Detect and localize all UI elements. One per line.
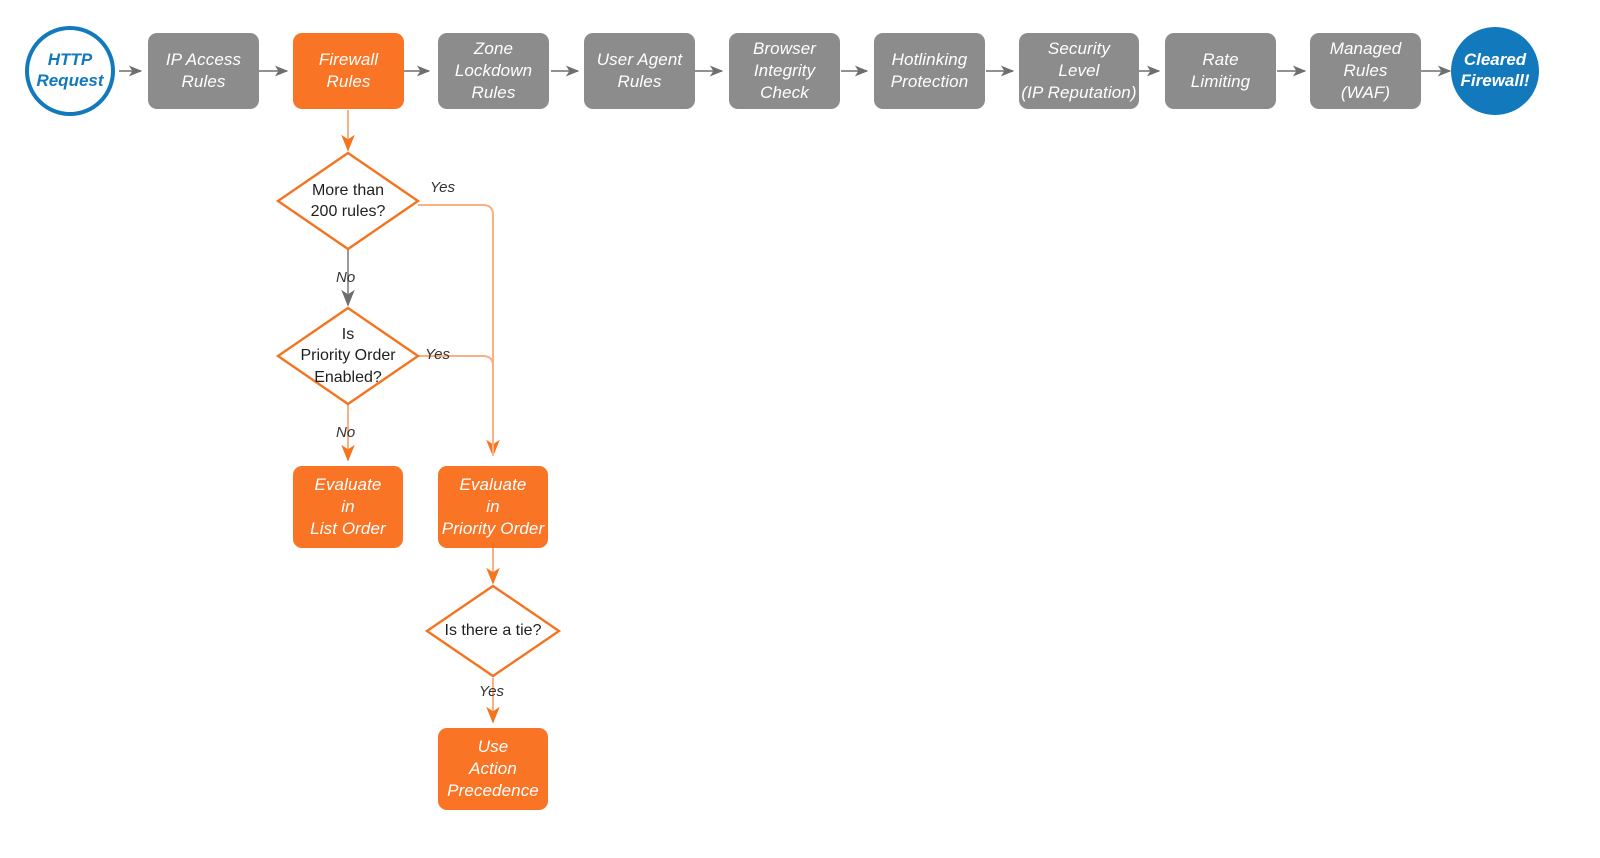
pipeline-step-rate-limiting[interactable]: Rate Limiting — [1165, 33, 1276, 109]
pipeline-step-firewall-rules[interactable]: Firewall Rules — [293, 33, 404, 109]
pipeline-step-label: Rate Limiting — [1190, 50, 1251, 91]
pipeline-step-label: Firewall Rules — [318, 50, 379, 91]
pipeline-step-ip-access-rules[interactable]: IP Access Rules — [148, 33, 259, 109]
pipeline-step-label: Hotlinking Protection — [890, 50, 969, 91]
edge-label-rulecount-no: No — [336, 269, 356, 286]
edge-label-rulecount-yes: Yes — [430, 179, 456, 196]
pipeline-step-browser-integrity-check[interactable]: Browser Integrity Check — [729, 33, 840, 109]
pipeline-step-label: Browser Integrity Check — [752, 39, 817, 102]
end-node-label: Cleared Firewall! — [1460, 50, 1530, 90]
decision-label: More than 200 rules? — [310, 181, 386, 220]
wire-priority-yes — [418, 355, 494, 455]
pipeline-step-hotlinking-protection[interactable]: Hotlinking Protection — [874, 33, 985, 109]
diamond-shape — [275, 151, 421, 251]
diamond-shape — [275, 306, 421, 406]
decision-is-there-a-tie[interactable]: Is there a tie? — [424, 584, 562, 678]
outcome-label: Use Action Precedence — [447, 737, 539, 800]
wire-rulecount-yes — [418, 204, 500, 457]
pipeline-step-label: User Agent Rules — [596, 50, 683, 91]
end-node-cleared-firewall[interactable]: Cleared Firewall! — [1451, 27, 1539, 115]
pipeline-step-zone-lockdown-rules[interactable]: Zone Lockdown Rules — [438, 33, 549, 109]
diamond-shape — [424, 584, 562, 678]
pipeline-step-label: Managed Rules (WAF) — [1329, 39, 1402, 102]
edge-label-tie-yes: Yes — [479, 683, 505, 700]
outcome-evaluate-in-priority-order[interactable]: Evaluate in Priority Order — [438, 466, 548, 548]
decision-is-priority-order-enabled[interactable]: Is Priority Order Enabled? — [275, 306, 421, 406]
pipeline-step-label: Zone Lockdown Rules — [454, 39, 533, 102]
pipeline-step-managed-rules-waf[interactable]: Managed Rules (WAF) — [1310, 33, 1421, 109]
outcome-use-action-precedence[interactable]: Use Action Precedence — [438, 728, 548, 810]
pipeline-step-label: Security Level (IP Reputation) — [1021, 39, 1137, 102]
outcome-label: Evaluate in List Order — [310, 475, 386, 538]
decision-label: Is Priority Order Enabled? — [300, 326, 396, 386]
outcome-evaluate-in-list-order[interactable]: Evaluate in List Order — [293, 466, 403, 548]
outcome-label: Evaluate in Priority Order — [441, 475, 545, 538]
decision-more-than-200-rules[interactable]: More than 200 rules? — [275, 151, 421, 251]
start-node-label: HTTP Request — [36, 50, 104, 90]
start-node-http-request[interactable]: HTTP Request — [25, 26, 115, 116]
pipeline-step-user-agent-rules[interactable]: User Agent Rules — [584, 33, 695, 109]
edge-label-priority-no: No — [336, 424, 356, 441]
edge-label-priority-yes: Yes — [425, 346, 451, 363]
pipeline-step-security-level[interactable]: Security Level (IP Reputation) — [1019, 33, 1139, 109]
decision-label: Is there a tie? — [444, 622, 542, 640]
pipeline-step-label: IP Access Rules — [165, 50, 242, 91]
